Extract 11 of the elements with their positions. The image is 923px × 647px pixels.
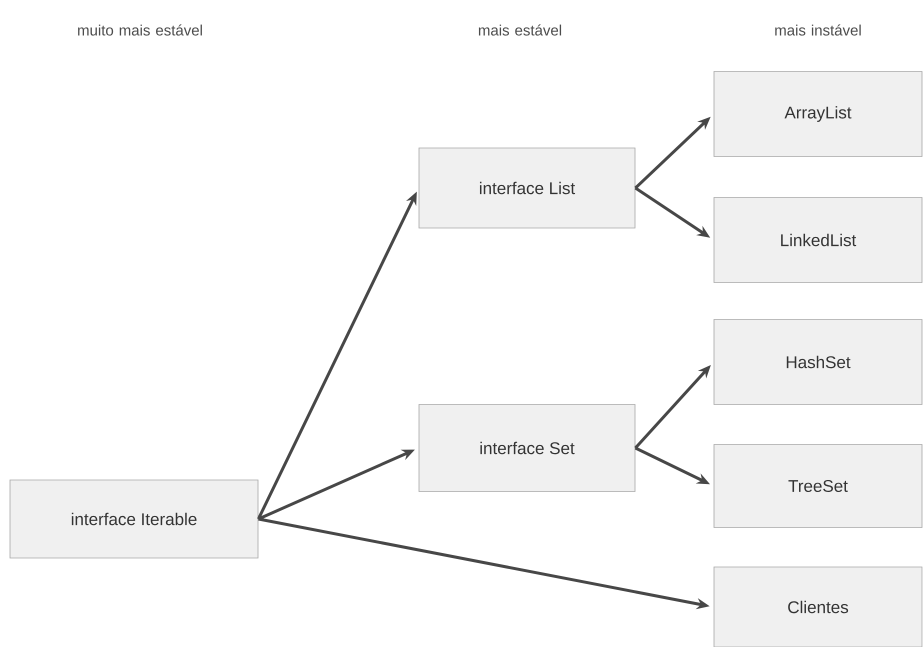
class-box: LinkedList	[714, 197, 922, 283]
column-heading: mais instável	[775, 24, 861, 36]
class-box: interface Set	[418, 404, 636, 492]
class-box: TreeSet	[714, 444, 922, 528]
column-heading: mais estável	[478, 24, 562, 36]
class-box: ArrayList	[714, 71, 922, 157]
class-box: interface Iterable	[10, 480, 258, 558]
column-heading: muito mais estável	[78, 24, 202, 36]
class-box: interface List	[418, 148, 636, 228]
class-box: Clientes	[714, 566, 922, 647]
class-box: HashSet	[714, 319, 922, 405]
